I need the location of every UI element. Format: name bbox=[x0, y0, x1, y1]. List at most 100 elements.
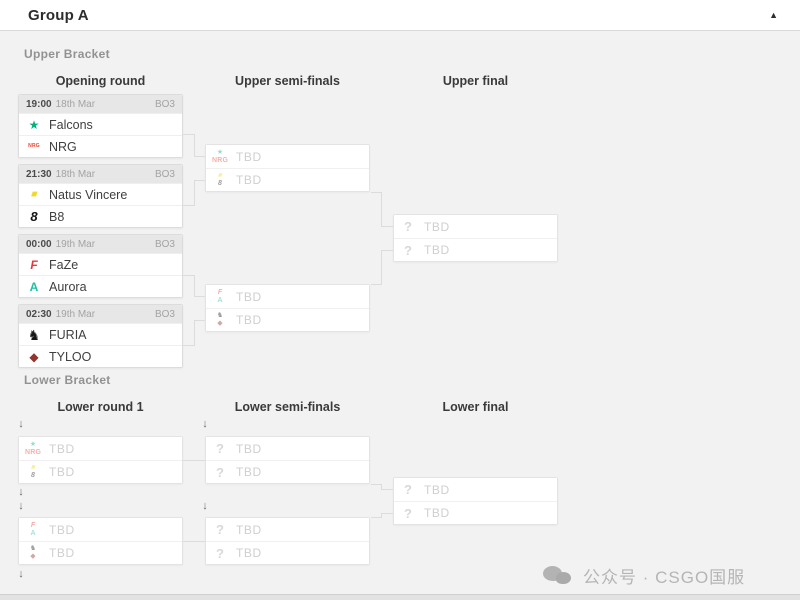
match-opening-2[interactable]: 21:30 18th Mar BO3 ■ Natus Vincere 8 B8 bbox=[18, 164, 183, 228]
match-format-badge: BO3 bbox=[154, 238, 175, 250]
tbd-label: TBD bbox=[236, 289, 262, 304]
bracket-connector-line bbox=[194, 320, 205, 321]
navi-logo-icon-faded: ■ bbox=[216, 172, 224, 179]
match-time: 21:30 bbox=[26, 168, 52, 180]
group-title: Group A bbox=[28, 6, 89, 24]
navi-logo-icon: ■ bbox=[29, 188, 39, 200]
team-name: Aurora bbox=[49, 279, 87, 294]
possible-teams-icons: ■ 8 bbox=[24, 464, 42, 480]
tbd-slot: ? TBD bbox=[206, 460, 369, 483]
tbd-label: TBD bbox=[424, 219, 450, 234]
team-row[interactable]: ♞ FURIA bbox=[19, 323, 182, 345]
aurora-logo-icon-faded: A bbox=[30, 529, 36, 537]
match-lower-semi-2[interactable]: ? TBD ? TBD bbox=[205, 517, 370, 565]
bracket-connector-line bbox=[194, 320, 195, 346]
match-upper-semi-1[interactable]: ★ NRG TBD ■ 8 TBD bbox=[205, 144, 370, 192]
tbd-slot: ★ NRG TBD bbox=[19, 437, 182, 460]
team-row[interactable]: 8 B8 bbox=[19, 205, 182, 227]
column-header-lower-round-1: Lower round 1 bbox=[57, 400, 144, 414]
team-row[interactable]: NRG NRG bbox=[19, 135, 182, 157]
question-mark-icon: ? bbox=[404, 242, 412, 258]
aurora-logo-icon-faded: A bbox=[217, 296, 223, 304]
bracket-connector-line bbox=[194, 180, 195, 206]
tbd-slot: ? TBD bbox=[206, 541, 369, 564]
team-name: B8 bbox=[49, 209, 65, 224]
bracket-connector-line bbox=[381, 250, 382, 285]
match-opening-3[interactable]: 00:00 19th Mar BO3 F FaZe A Aurora bbox=[18, 234, 183, 298]
match-date: 18th Mar bbox=[55, 98, 96, 110]
furia-logo-icon-faded: ♞ bbox=[216, 312, 224, 319]
tbd-slot: ? TBD bbox=[206, 437, 369, 460]
tbd-label: TBD bbox=[49, 522, 75, 537]
match-time: 02:30 bbox=[26, 308, 52, 320]
team-row[interactable]: F FaZe bbox=[19, 253, 182, 275]
bracket-connector-line bbox=[381, 513, 393, 514]
tbd-label: TBD bbox=[424, 506, 450, 520]
bracket-connector-line bbox=[371, 517, 381, 518]
bracket-connector-line bbox=[183, 345, 194, 346]
aurora-logo-icon: A bbox=[29, 279, 39, 294]
tbd-slot: ♞ ◆ TBD bbox=[19, 541, 182, 564]
bracket-connector-line bbox=[381, 226, 393, 227]
question-mark-icon: ? bbox=[216, 545, 224, 561]
team-row[interactable]: ■ Natus Vincere bbox=[19, 183, 182, 205]
tbd-slot: ? TBD bbox=[394, 501, 557, 524]
match-lower-round1-2[interactable]: F A TBD ♞ ◆ TBD bbox=[18, 517, 183, 565]
b8-logo-icon-faded: 8 bbox=[218, 180, 222, 187]
team-row[interactable]: A Aurora bbox=[19, 275, 182, 297]
team-name: Natus Vincere bbox=[49, 187, 128, 202]
possible-teams-icons: ♞ ◆ bbox=[211, 312, 229, 328]
tbd-slot: ★ NRG TBD bbox=[206, 145, 369, 168]
nrg-logo-icon: NRG bbox=[28, 143, 40, 149]
furia-logo-icon-faded: ♞ bbox=[29, 545, 37, 552]
tbd-slot: ■ 8 TBD bbox=[19, 460, 182, 483]
possible-teams-icons: ★ NRG bbox=[24, 441, 42, 457]
match-lower-semi-1[interactable]: ? TBD ? TBD bbox=[205, 436, 370, 484]
team-row[interactable]: ◆ TYLOO bbox=[19, 345, 182, 367]
column-header-upper-semi-finals: Upper semi-finals bbox=[235, 74, 340, 88]
match-upper-final[interactable]: ? TBD ? TBD bbox=[393, 214, 558, 262]
wechat-bubbles-icon bbox=[543, 565, 573, 587]
tbd-label: TBD bbox=[236, 173, 262, 187]
tbd-label: TBD bbox=[49, 441, 75, 456]
match-opening-4[interactable]: 02:30 19th Mar BO3 ♞ FURIA ◆ TYLOO bbox=[18, 304, 183, 368]
b8-logo-icon: 8 bbox=[30, 209, 38, 224]
faze-logo-icon: F bbox=[30, 257, 38, 272]
match-schedule-header: 02:30 19th Mar BO3 bbox=[19, 305, 182, 323]
match-lower-final[interactable]: ? TBD ? TBD bbox=[393, 477, 558, 525]
tbd-label: TBD bbox=[236, 149, 262, 164]
match-upper-semi-2[interactable]: F A TBD ♞ ◆ TBD bbox=[205, 284, 370, 332]
tbd-label: TBD bbox=[49, 465, 75, 479]
tbd-label: TBD bbox=[424, 243, 450, 257]
match-format-badge: BO3 bbox=[154, 98, 175, 110]
question-mark-icon: ? bbox=[404, 219, 412, 234]
tyloo-logo-icon-faded: ◆ bbox=[30, 553, 36, 560]
bracket-connector-line bbox=[194, 296, 205, 297]
falcons-logo-icon-faded: ★ bbox=[29, 440, 37, 448]
group-header-bar[interactable]: Group A ▲ bbox=[0, 0, 800, 31]
watermark-text: 公众号 · CSGO国服 bbox=[583, 568, 746, 587]
bracket-connector-line bbox=[183, 134, 194, 135]
bracket-connector-line bbox=[371, 192, 381, 193]
possible-teams-icons: ♞ ◆ bbox=[24, 545, 42, 561]
match-schedule-header: 21:30 18th Mar BO3 bbox=[19, 165, 182, 183]
match-opening-1[interactable]: 19:00 18th Mar BO3 ★ Falcons NRG NRG bbox=[18, 94, 183, 158]
tbd-slot: ? TBD bbox=[394, 215, 557, 238]
lower-bracket-label: Lower Bracket bbox=[24, 373, 111, 387]
possible-teams-icons: ■ 8 bbox=[211, 172, 229, 188]
match-lower-round1-1[interactable]: ★ NRG TBD ■ 8 TBD bbox=[18, 436, 183, 484]
team-name: FURIA bbox=[49, 327, 87, 342]
team-name: NRG bbox=[49, 139, 77, 154]
loser-dropdown-arrow-icon: ↓ bbox=[18, 486, 24, 498]
nrg-logo-icon-faded: NRG bbox=[25, 448, 42, 456]
match-time: 00:00 bbox=[26, 238, 52, 250]
tbd-slot: ♞ ◆ TBD bbox=[206, 308, 369, 331]
tyloo-logo-icon-faded: ◆ bbox=[217, 320, 223, 327]
collapse-chevron-icon[interactable]: ▲ bbox=[769, 10, 778, 20]
faze-logo-icon-faded: F bbox=[30, 521, 36, 529]
team-row[interactable]: ★ Falcons bbox=[19, 113, 182, 135]
team-name: FaZe bbox=[49, 257, 79, 272]
match-date: 19th Mar bbox=[55, 238, 96, 250]
tbd-label: TBD bbox=[236, 465, 262, 479]
column-header-opening-round: Opening round bbox=[55, 74, 146, 88]
